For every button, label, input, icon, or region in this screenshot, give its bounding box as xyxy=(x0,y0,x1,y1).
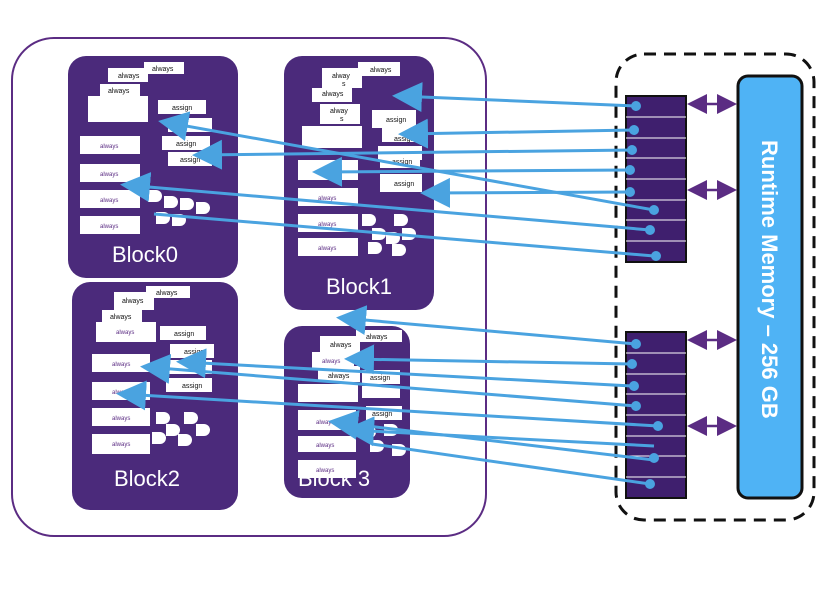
label-always-split: alway xyxy=(332,73,350,80)
label-always: always xyxy=(330,342,352,349)
label-assign: assign xyxy=(370,375,390,382)
label-always: always xyxy=(328,373,350,380)
label-always-split: s xyxy=(340,116,344,123)
label-assign: assign xyxy=(372,411,392,418)
label-always: always xyxy=(110,314,132,321)
label-assign: assign xyxy=(392,159,412,166)
label-always: always xyxy=(322,91,344,98)
label-always: always xyxy=(316,420,334,426)
block-0-label: Block0 xyxy=(112,242,178,267)
label-assign: assign xyxy=(386,117,406,124)
label-assign: assign xyxy=(184,349,204,356)
label-assign: assign xyxy=(174,331,194,338)
runtime-memory-label: Runtime Memory – 256 GB xyxy=(757,140,782,419)
logic-gates xyxy=(152,412,210,446)
label-always: always xyxy=(100,198,118,204)
block-2-label: Block2 xyxy=(114,466,180,491)
label-assign: assign xyxy=(176,141,196,148)
label-always: always xyxy=(112,442,130,448)
label-assign: assign xyxy=(394,136,414,143)
label-always: always xyxy=(122,298,144,305)
block-0: always always always assign assign assig… xyxy=(68,56,238,278)
runtime-memory xyxy=(736,74,804,500)
label-always: always xyxy=(112,362,130,368)
label-always: always xyxy=(112,416,130,422)
connection-arrows xyxy=(116,82,659,486)
memory-bank-upper xyxy=(625,95,687,263)
label-always: always xyxy=(116,330,134,336)
label-always: always xyxy=(108,88,130,95)
block-3-label: Block 3 xyxy=(298,466,370,491)
label-always: always xyxy=(318,196,336,202)
bank-memory-links xyxy=(687,94,737,436)
label-always: always xyxy=(318,246,336,252)
block-3: always always always always assign assig… xyxy=(284,326,410,498)
label-always: always xyxy=(100,172,118,178)
label-always: always xyxy=(152,66,174,73)
chip-outline xyxy=(11,37,487,537)
label-always: always xyxy=(100,144,118,150)
label-assign: assign xyxy=(172,105,192,112)
block-1: always alway s always alway s assign ass… xyxy=(284,56,434,310)
block-2: always always always always assign assig… xyxy=(72,282,238,510)
label-always: always xyxy=(100,224,118,230)
block-1-label: Block1 xyxy=(326,274,392,299)
label-always-split: s xyxy=(342,81,346,88)
label-always: always xyxy=(316,443,334,449)
label-always: always xyxy=(366,334,388,341)
label-assign: assign xyxy=(180,157,200,164)
label-always: always xyxy=(118,73,140,80)
label-always: always xyxy=(318,222,336,228)
label-always: always xyxy=(370,67,392,74)
memory-bank-lower xyxy=(625,331,687,499)
label-always: always xyxy=(316,468,334,474)
connection-endpoints xyxy=(625,101,663,489)
label-assign: assign xyxy=(182,383,202,390)
label-always-split: alway xyxy=(330,108,348,115)
label-always: always xyxy=(156,290,178,297)
memory-region-outline xyxy=(614,52,816,522)
label-assign: assign xyxy=(394,181,414,188)
label-always: always xyxy=(322,359,340,365)
